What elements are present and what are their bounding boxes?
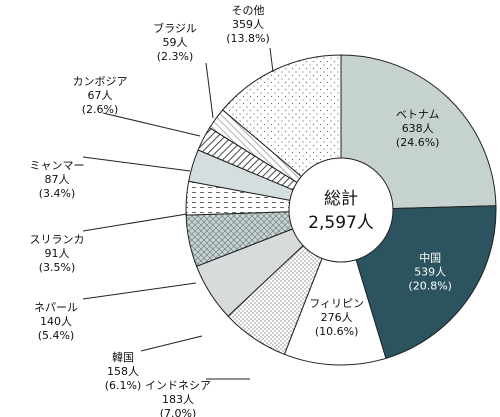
slice-label-name: ネパール bbox=[34, 301, 78, 314]
slice-label-name: ブラジル bbox=[153, 21, 197, 35]
slice-label-count: 276人 bbox=[321, 311, 353, 324]
slice-label-percent: (3.5%) bbox=[39, 261, 76, 274]
leader-line bbox=[82, 282, 197, 300]
slice-label-count: 539人 bbox=[414, 265, 446, 278]
slice-label-name: 中国 bbox=[419, 251, 441, 264]
slice-label-count: 87人 bbox=[45, 173, 70, 186]
slice-label-name: フィリピン bbox=[309, 297, 364, 310]
slice-label-percent: (2.3%) bbox=[157, 50, 194, 63]
leader-line bbox=[269, 47, 274, 73]
leader-line bbox=[82, 213, 188, 232]
slice-label-name: インドネシア bbox=[145, 379, 211, 392]
center-total-value: 2,597人 bbox=[308, 213, 374, 233]
slice-label-percent: (24.6%) bbox=[396, 136, 440, 149]
slice-label-percent: (20.8%) bbox=[408, 279, 452, 292]
slice-label-count: 638人 bbox=[402, 122, 434, 135]
leader-line bbox=[140, 335, 203, 352]
donut-center-hole bbox=[288, 157, 394, 263]
slice-label-count: 183人 bbox=[162, 393, 194, 406]
leader-line bbox=[102, 112, 201, 137]
slice-label-percent: (3.4%) bbox=[39, 187, 76, 200]
leader-line bbox=[82, 156, 191, 172]
slice-label-percent: (6.1%) bbox=[105, 379, 142, 392]
slice-label-name: ベトナム bbox=[396, 108, 440, 121]
slice-label-percent: (10.6%) bbox=[315, 325, 359, 338]
slice-label-percent: (13.8%) bbox=[226, 32, 270, 45]
slice-label-name: 韓国 bbox=[112, 351, 134, 364]
pie-slice-1 bbox=[340, 54, 497, 211]
slice-label-percent: (5.4%) bbox=[38, 329, 75, 342]
pie-slice-3 bbox=[283, 208, 387, 366]
slice-label-percent: (2.6%) bbox=[82, 103, 119, 116]
slice-label-name: その他 bbox=[232, 4, 265, 17]
slice-label-count: 67人 bbox=[88, 89, 113, 102]
center-title: 総計 bbox=[324, 189, 358, 209]
slice-label-count: 59人 bbox=[163, 36, 188, 49]
slice-label-name: スリランカ bbox=[30, 233, 85, 246]
slice-label-count: 91人 bbox=[45, 247, 70, 260]
slices-layer bbox=[185, 54, 497, 366]
slice-label-name: カンボジア bbox=[73, 75, 128, 88]
slice-label-name: ミャンマー bbox=[30, 159, 85, 172]
leader-line bbox=[205, 62, 214, 119]
slice-label-count: 140人 bbox=[40, 315, 72, 328]
leader-lines-layer bbox=[82, 47, 274, 380]
slice-label-percent: (7.0%) bbox=[160, 407, 197, 417]
slice-label-count: 158人 bbox=[107, 365, 139, 378]
slice-label-count: 359人 bbox=[232, 18, 264, 31]
